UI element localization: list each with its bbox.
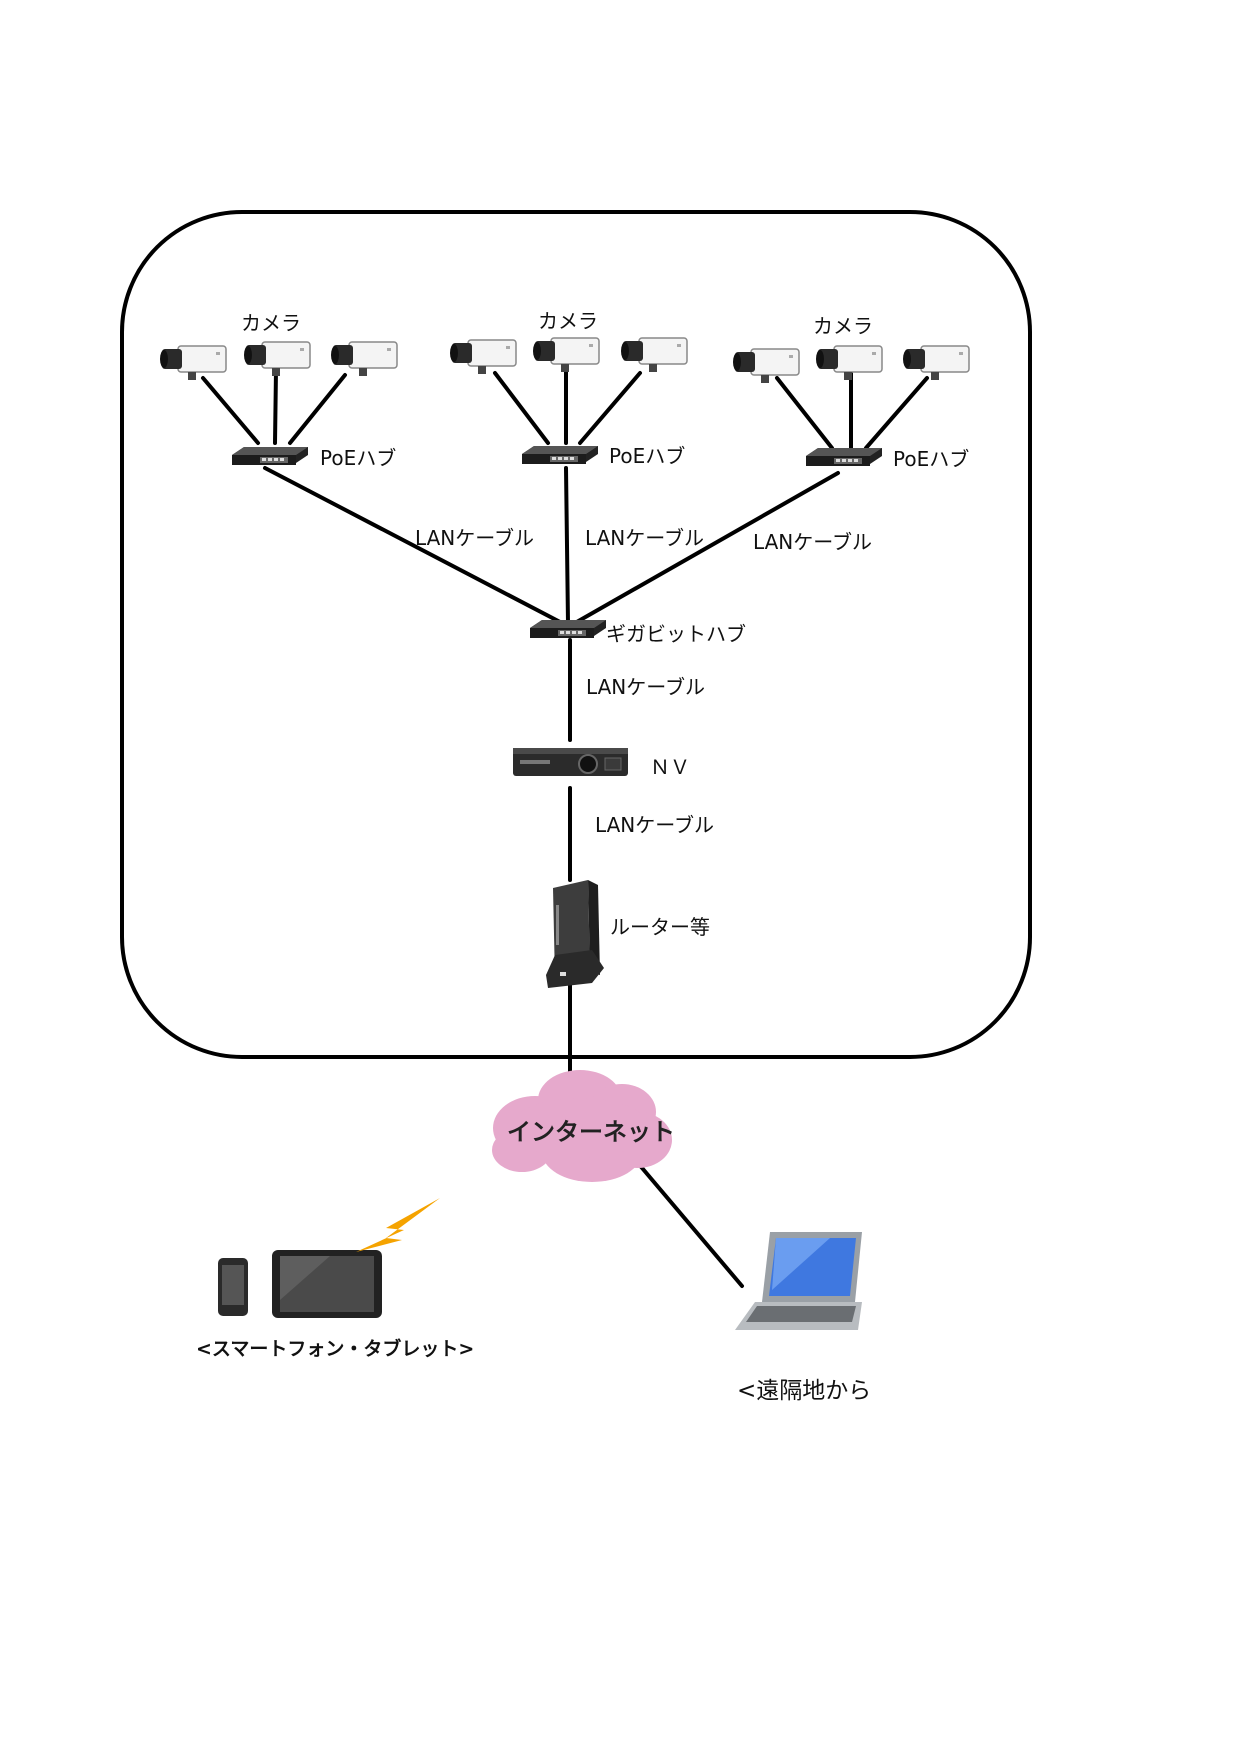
lan-cable-3-label: LANケーブル <box>753 530 872 554</box>
camera-group-2 <box>449 337 688 375</box>
internet-label: インターネット <box>507 1118 675 1146</box>
camera-icon <box>159 345 227 381</box>
remote-pc-label: <遠隔地から <box>737 1378 871 1404</box>
cable-cam3a <box>775 376 834 450</box>
camera-icon <box>732 348 800 384</box>
internet-cloud-icon <box>492 1070 672 1182</box>
camera-group-1-label: カメラ <box>241 311 301 335</box>
smartphone-icon <box>218 1258 248 1316</box>
connection-lines <box>201 364 929 1288</box>
site-boundary <box>120 210 1032 1059</box>
laptop-icon <box>735 1232 862 1330</box>
camera-group-3 <box>732 345 970 384</box>
poe-hub-2-label: PoEハブ <box>609 444 685 468</box>
lan-cable-1-label: LANケーブル <box>415 526 534 550</box>
camera-icon <box>449 339 517 375</box>
lightning-icon <box>356 1198 440 1252</box>
gigabit-hub-icon <box>530 620 606 638</box>
cable-cam1c <box>288 373 347 445</box>
cable-cam1a <box>201 376 260 445</box>
camera-icon <box>532 337 600 373</box>
camera-group-1 <box>159 341 398 381</box>
cable-cam3c <box>864 376 929 450</box>
camera-icon <box>243 341 311 377</box>
camera-icon <box>330 341 398 377</box>
camera-icon <box>902 345 970 381</box>
cable-poe1-gigabit <box>263 466 564 625</box>
poe-hub-1-label: PoEハブ <box>320 446 396 470</box>
lan-cable-4-label: LANケーブル <box>586 675 705 699</box>
cable-cam2a <box>493 371 550 445</box>
cable-cam1b <box>273 368 278 445</box>
router-icon <box>546 880 604 988</box>
mobile-devices-label: <スマートフォン・タブレット> <box>196 1337 474 1360</box>
lan-cable-2-label: LANケーブル <box>585 526 704 550</box>
gigabit-hub-label: ギガビットハブ <box>606 622 746 646</box>
lan-cable-5-label: LANケーブル <box>595 813 714 837</box>
nv-recorder-icon <box>513 748 628 776</box>
poe-hub-3-label: PoEハブ <box>893 447 969 471</box>
nv-label: ＮＶ <box>650 755 690 779</box>
camera-icon <box>815 345 883 381</box>
poe-hub-icon <box>232 447 308 465</box>
mobile-devices <box>218 1198 440 1318</box>
camera-icon <box>620 337 688 373</box>
cable-poe2-gigabit <box>564 466 570 625</box>
tablet-icon <box>272 1250 382 1318</box>
cable-cam2c <box>578 371 642 445</box>
link-internet-laptop <box>635 1160 744 1288</box>
camera-group-3-label: カメラ <box>813 314 873 338</box>
camera-group-2-label: カメラ <box>538 309 598 333</box>
router-label: ルーター等 <box>610 915 710 939</box>
poe-hub-icon <box>522 446 598 464</box>
cable-poe3-gigabit <box>573 471 840 625</box>
poe-hub-icon <box>806 448 882 466</box>
